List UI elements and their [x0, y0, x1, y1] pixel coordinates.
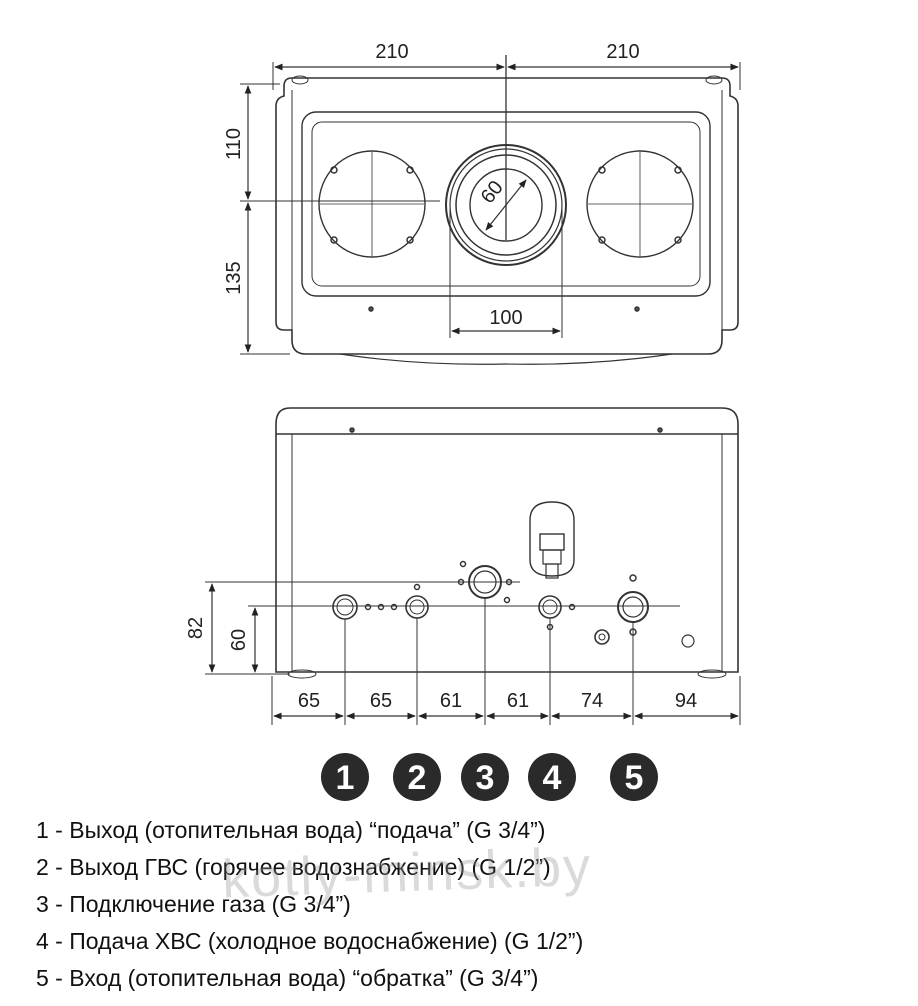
badge-1: 1 [321, 753, 369, 801]
dim-spacing-4: 61 [507, 690, 529, 712]
legend-item-4: 4 - Подача ХВС (холодное водоснабжение) … [36, 928, 584, 954]
dim-spacing-3: 61 [440, 690, 462, 712]
badge-2-label: 2 [408, 759, 427, 797]
badge-2: 2 [393, 753, 441, 801]
top-view [240, 55, 741, 365]
dim-right-width: 210 [606, 41, 639, 63]
badge-1-label: 1 [336, 759, 355, 797]
dim-spacing-2: 65 [370, 690, 392, 712]
dim-height-60: 60 [228, 629, 250, 651]
dim-flue-outer: 100 [489, 307, 522, 329]
legend-item-3: 3 - Подключение газа (G 3/4”) [36, 891, 351, 917]
badge-4: 4 [528, 753, 576, 801]
dim-spacing-5: 74 [581, 690, 603, 712]
dim-height-82: 82 [185, 617, 207, 639]
legend-item-2: 2 - Выход ГВС (горячее водознабжение) (G… [36, 854, 551, 880]
badge-5: 5 [610, 753, 658, 801]
dim-spacing-6: 94 [675, 690, 697, 712]
badge-3: 3 [461, 753, 509, 801]
bottom-view [205, 407, 741, 725]
badge-4-label: 4 [543, 759, 562, 797]
badge-5-label: 5 [625, 759, 644, 797]
badge-3-label: 3 [476, 759, 495, 797]
legend-item-5: 5 - Вход (отопительная вода) “обратка” (… [36, 965, 539, 991]
dim-flue-diameter: 60 [477, 177, 508, 208]
legend: 1 - Выход (отопительная вода) “подача” (… [36, 812, 906, 997]
dim-spacing-1: 65 [298, 690, 320, 712]
dim-bottom-height: 135 [223, 261, 245, 294]
legend-item-1: 1 - Выход (отопительная вода) “подача” (… [36, 817, 546, 843]
dim-top-height: 110 [223, 128, 245, 160]
dim-left-width: 210 [375, 41, 408, 63]
